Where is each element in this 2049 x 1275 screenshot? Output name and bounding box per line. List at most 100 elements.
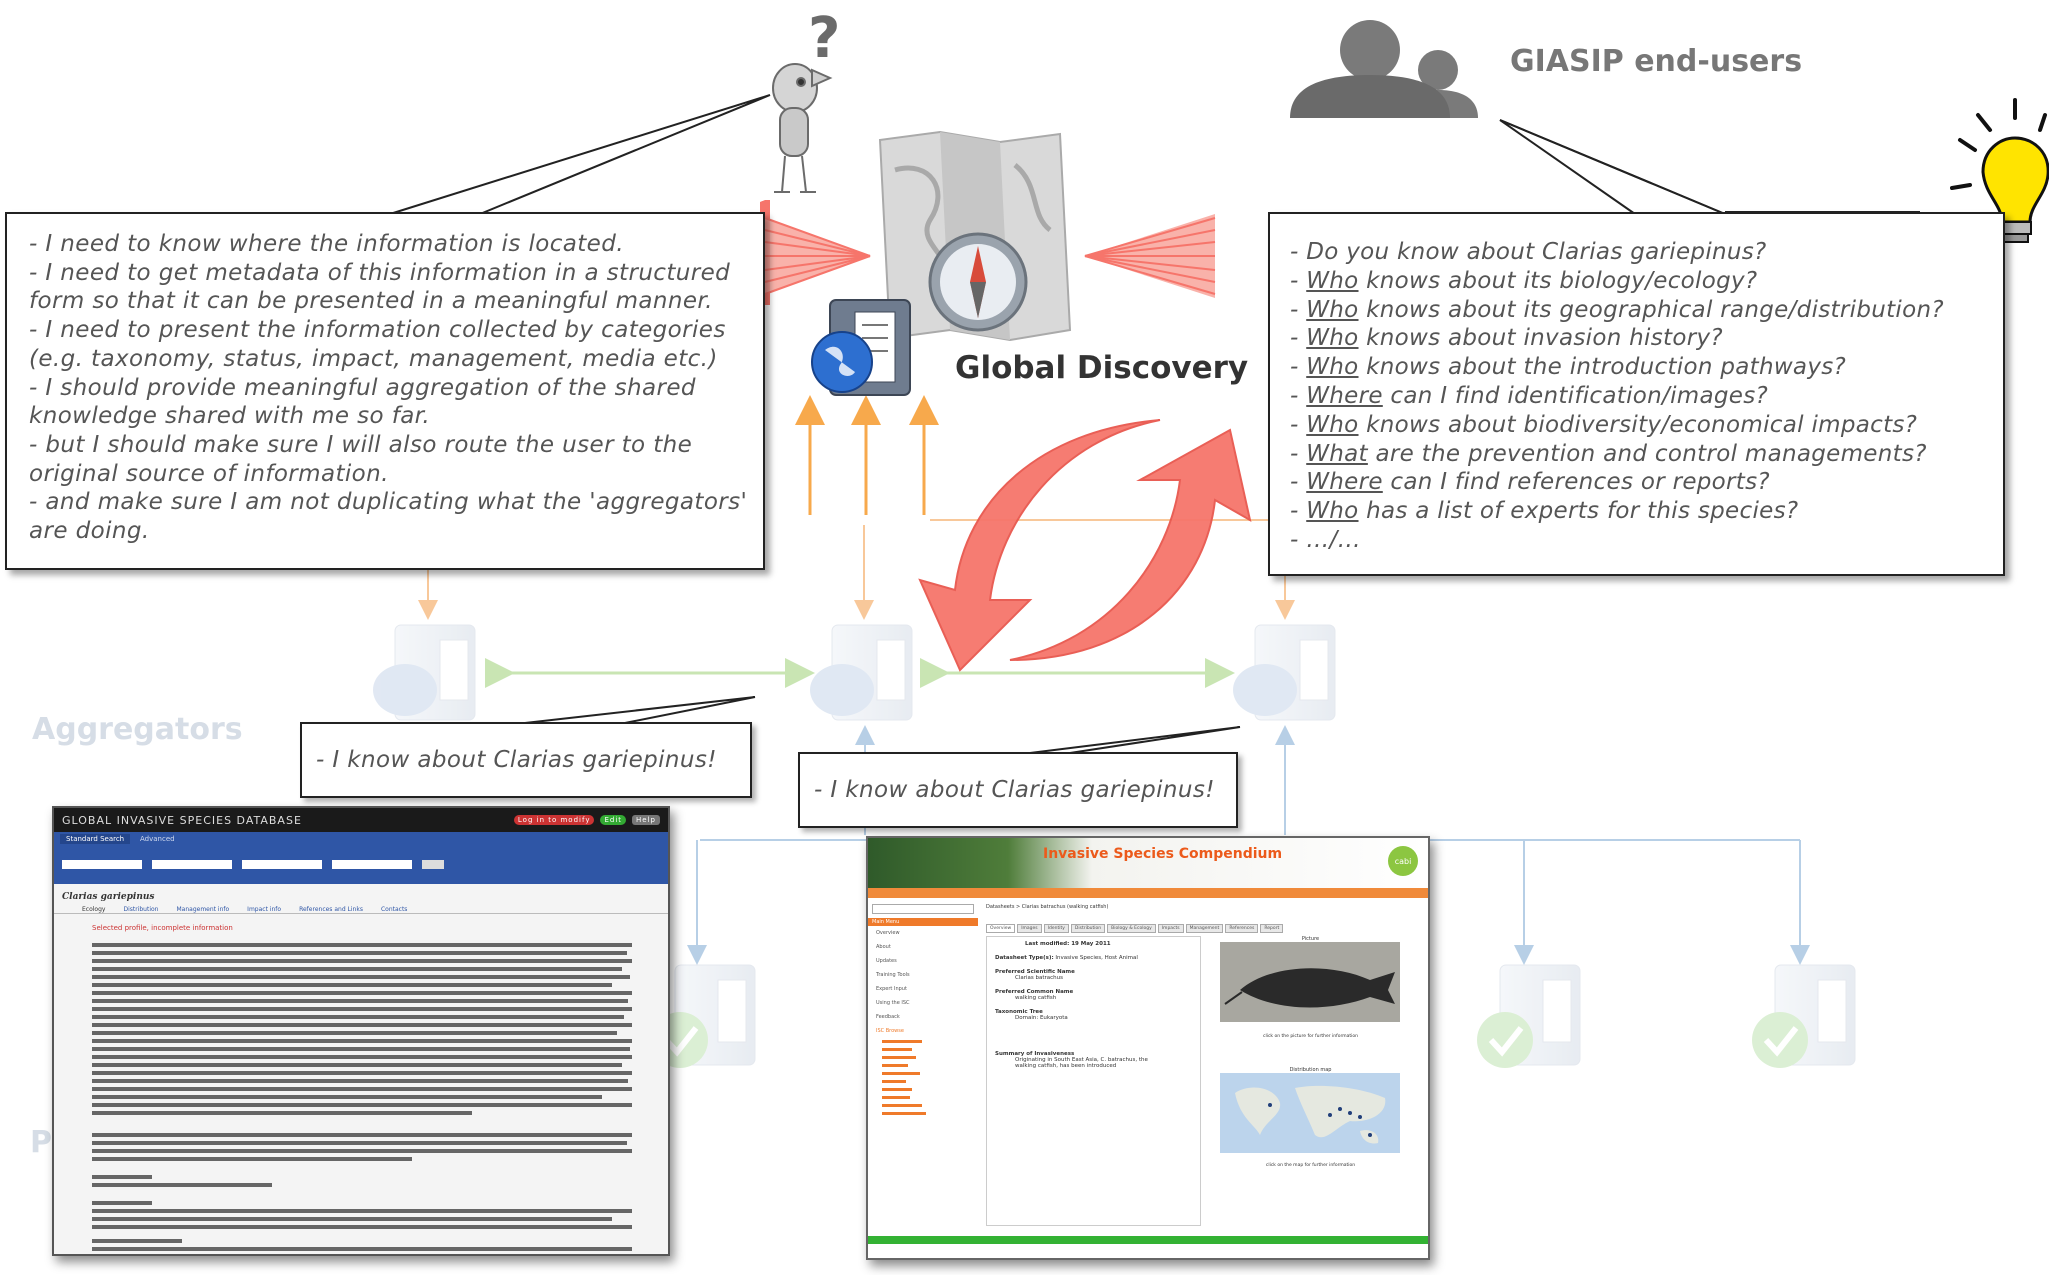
right-speaker-rays [1084,217,1216,295]
isc-sidebar-main-menu[interactable]: Main Menu [868,918,978,926]
need-line: knowledge shared with me so far. [29,403,431,430]
question-text: knows about its geographical range/distr… [1358,296,1944,323]
question-text: knows about invasion history? [1358,325,1723,352]
right-bubble-tail [1499,119,1920,215]
isc-catfish-photo[interactable] [1220,942,1400,1022]
isc-tab-distribution[interactable]: Distribution [1070,924,1106,933]
gisd-search-fields[interactable] [62,860,444,869]
aggregator-server-icon-2 [810,624,913,721]
isc-search-box[interactable] [872,904,974,914]
gisd-subtab-references[interactable]: References and Links [299,906,363,913]
provider-server-icon-3 [1752,964,1856,1068]
isc-screenshot: Invasive Species Compendium cabi Main Me… [866,836,1430,1260]
gisd-subtab-contacts[interactable]: Contacts [380,906,408,913]
world-map-compass-icon [878,130,1072,342]
isc-banner: Invasive Species Compendium cabi [868,838,1428,888]
isc-sidebar-using[interactable]: Using the ISC [876,1000,910,1006]
isc-sidebar: Main Menu Overview About Updates Trainin… [868,902,978,1232]
gisd-subtab-ecology[interactable]: Ecology [82,906,106,913]
end-users-icon [1290,20,1478,118]
gisd-species-title: Clarias gariepinus [62,892,155,902]
isc-distribution-map[interactable] [1220,1073,1400,1153]
isc-tab-biology[interactable]: Biology & Ecology [1107,924,1156,933]
questions-list: - Do you know about Clarias gariepinus?-… [1290,238,1944,555]
question-text: knows about its biology/ecology? [1358,267,1758,294]
isc-field-label-3: Preferred Common Name [995,989,1074,995]
isc-breadcrumb[interactable]: Datasheets > Clarias batrachus (walking … [986,904,1109,910]
gisd-login-button[interactable]: Log in to modify [513,815,595,825]
needs-list: - I need to know where the information i… [29,230,747,546]
question-prefix: - [1290,382,1307,409]
question-text: has a list of experts for this species? [1358,498,1799,525]
question-prefix: - [1290,411,1307,438]
isc-tab-images[interactable]: Images [1017,924,1042,933]
need-line: form so that it can be presented in a me… [29,288,713,315]
isc-tabs: Overview Images Identity Distribution Bi… [986,924,1284,933]
gisd-tab-advanced[interactable]: Advanced [140,835,175,843]
isc-tab-report[interactable]: Report [1260,924,1284,933]
global-discovery-needs-bubble: - I need to know where the information i… [5,212,765,570]
question-keyword: Who [1306,354,1359,381]
gisd-header: GLOBAL INVASIVE SPECIES DATABASE Log in … [54,808,668,832]
gisd-help-button[interactable]: Help [632,815,660,825]
isc-tab-management[interactable]: Management [1185,924,1224,933]
gisd-subtab-management[interactable]: Management info [176,906,230,913]
isc-sidebar-updates[interactable]: Updates [876,958,897,964]
gisd-subtab-impact[interactable]: Impact info [247,906,282,913]
isc-picture-panel: Picture click on the picture for further… [1208,936,1413,1226]
gisd-edit-button[interactable]: Edit [600,815,627,825]
center-aggregator-callout: - I know about Clarias gariepinus! [798,752,1238,828]
gisd-subtab-distribution[interactable]: Distribution [123,906,159,913]
need-line: - but I should make sure I will also rou… [29,431,693,458]
isc-sidebar-tree [882,1040,926,1115]
isc-field-value-4: Domain: Eukaryota [1015,1015,1068,1021]
isc-field-value-1: Invasive Species, Host Animal [1055,955,1138,961]
question-prefix: - [1290,469,1307,496]
isc-logo-text: cabi [1394,856,1412,866]
isc-tab-overview[interactable]: Overview [986,924,1016,933]
question-prefix: - [1290,239,1307,265]
isc-sidebar-about[interactable]: About [876,944,891,950]
isc-sidebar-training[interactable]: Training Tools [876,972,910,978]
need-line: - I need to know where the information i… [29,231,624,257]
question-prefix: - [1290,267,1307,294]
question-line: - Who knows about invasion history? [1290,324,1944,353]
isc-content: Last modified: 19 May 2011 Datasheet Typ… [986,936,1201,1226]
gisd-tab-standard-search[interactable]: Standard Search [60,834,131,844]
question-prefix: - [1290,296,1307,323]
isc-tab-identity[interactable]: Identity [1043,924,1069,933]
thinking-person-icon [772,63,833,193]
isc-field-label-4: Taxonomic Tree [995,1009,1043,1015]
question-line: - Who knows about its geographical range… [1290,296,1944,325]
question-prefix: - [1290,526,1307,553]
question-prefix: - [1290,498,1307,525]
aggregators-label: Aggregators [32,712,243,747]
left-aggregator-callout: - I know about Clarias gariepinus! [300,722,752,798]
need-line: original source of information. [29,460,389,487]
isc-field-value-5: Originating in South East Asia, C. batra… [1015,1057,1148,1069]
isc-sidebar-feedback[interactable]: Feedback [876,1014,900,1020]
question-line: - Who has a list of experts for this spe… [1290,497,1944,526]
isc-field-label-2: Preferred Scientific Name [995,969,1075,975]
gisd-header-title: GLOBAL INVASIVE SPECIES DATABASE [62,813,302,827]
question-keyword: Who [1306,411,1359,438]
need-line: - I need to present the information coll… [29,317,726,344]
global-discovery-label: Global Discovery [955,350,1249,386]
isc-sidebar-browse[interactable]: ISC Browse [876,1028,904,1034]
isc-field-value-3: walking catfish [1015,995,1057,1001]
gisd-section-title: Selected profile, incomplete information [92,924,233,932]
isc-sidebar-overview[interactable]: Overview [876,930,900,936]
providers-label: P [30,1125,52,1160]
question-keyword: Who [1306,296,1359,323]
need-line: are doing. [29,518,150,545]
peach-down-arrows [418,570,1295,620]
question-line: - Who knows about its biology/ecology? [1290,267,1944,296]
isc-logo: cabi [1388,846,1418,876]
need-line: - and make sure I am not duplicating wha… [29,489,748,516]
question-line: - …/… [1290,526,1944,555]
isc-nav-bar [868,888,1428,898]
isc-tab-references[interactable]: References [1225,924,1259,933]
isc-tab-impacts[interactable]: Impacts [1157,924,1184,933]
isc-sidebar-expert[interactable]: Expert Input [876,986,907,992]
